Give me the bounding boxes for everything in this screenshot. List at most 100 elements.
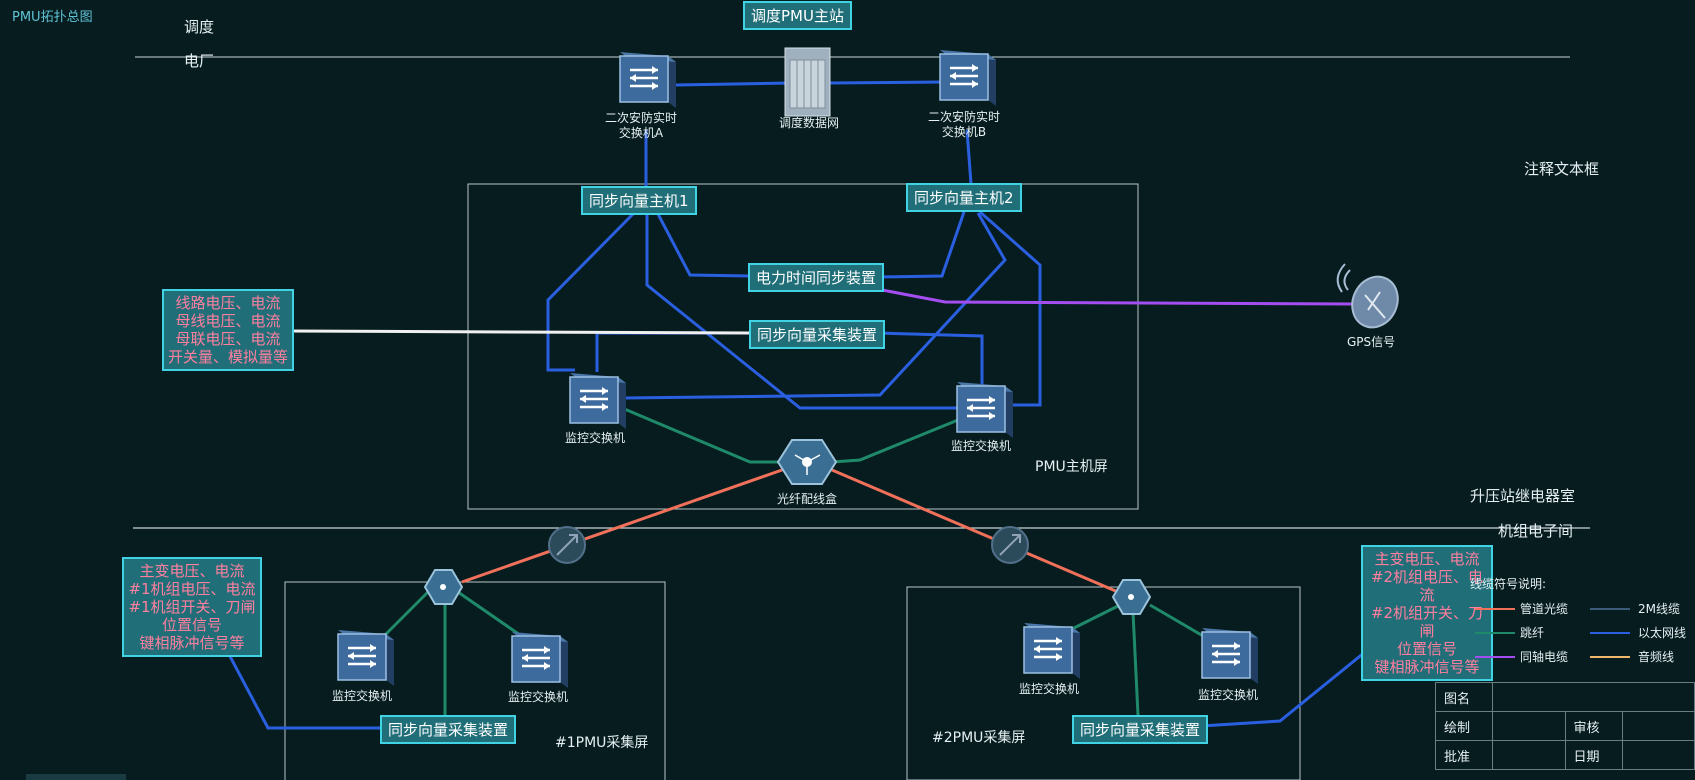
collector1-box[interactable]: 同步向量采集装置 [380,715,517,744]
line-signals-line3: 母联电压、电流 [175,330,281,348]
legend-line-0 [1475,608,1515,610]
line-signals-line1: 线路电压、电流 [175,294,281,312]
title-block-name-value[interactable] [1492,682,1695,712]
title-block-date: 日期 [1564,740,1623,770]
pmu-host-screen-label: PMU主机屏 [1035,459,1108,475]
monitor-switch-right-icon[interactable] [956,382,1013,438]
unit1-signals-line4: 位置信号 [161,616,222,634]
unit2-signals-line2: #2机组电压、电流 [1370,568,1484,604]
unit1-signals-box[interactable]: 主变电压、电流 #1机组电压、电流 #1机组开关、刀闸 位置信号 键相脉冲信号等 [122,557,262,657]
time-sync-box[interactable]: 电力时间同步装置 [748,263,885,292]
line-signals-box[interactable]: 线路电压、电流 母线电压、电流 母联电压、电流 开关量、模拟量等 [162,289,294,371]
unit1-signals-line5: 键相脉冲信号等 [139,634,245,652]
zone-plant-label: 电厂 [184,52,215,70]
fiber-crossing-icon-1 [548,526,586,564]
host2-box[interactable]: 同步向量主机2 [906,183,1022,212]
cable-legend: 线缆符号说明: 管道光缆 2M线缆 跳纤 以太网线 同轴电缆 音频线 [1470,575,1690,670]
legend-label-4: 同轴电缆 [1520,650,1569,664]
monitor-switch-left-icon[interactable] [569,373,626,429]
patch-fiber-links [383,406,1211,716]
legend-label-1: 2M线缆 [1638,602,1680,616]
switch-b-label: 二次安防实时 交换机B [928,110,1000,140]
annotation-textbox[interactable]: 注释文本框 [1524,160,1600,178]
unit2-signals-line4: 位置信号 [1396,640,1457,658]
legend-line-3 [1590,632,1630,634]
legend-row: 跳纤 以太网线 [1470,622,1690,646]
dispatch-net-server-icon [784,47,831,117]
unit1-signals-line3: #1机组开关、刀闸 [128,598,256,616]
dispatch-master-box[interactable]: 调度PMU主站 [743,1,852,30]
monitor-switch-2b-label: 监控交换机 [1198,688,1259,702]
legend-title: 线缆符号说明: [1470,577,1547,591]
host1-box[interactable]: 同步向量主机1 [581,186,697,215]
switch-b-label-line2: 交换机B [941,125,987,139]
bottom-tab-strip[interactable] [26,774,126,780]
unit1-signals-line1: 主变电压、电流 [139,562,245,580]
legend-label-0: 管道光缆 [1520,602,1569,616]
legend-label-5: 音频线 [1638,650,1675,664]
pipeline-fiber-links [461,468,1119,594]
zone-relay-room-label: 升压站继电器室 [1470,487,1576,505]
legend-row: 管道光缆 2M线缆 [1470,598,1690,622]
legend-row: 同轴电缆 音频线 [1470,646,1690,670]
switch-a-label-line2: 交换机A [618,126,664,140]
fiber-box-label: 光纤配线盒 [777,492,838,506]
monitor-switch-1a-label: 监控交换机 [332,689,393,703]
monitor-switch-1b-label: 监控交换机 [508,690,569,704]
fiber-crossing-icon-2 [991,526,1029,564]
legend-line-1 [1590,608,1630,610]
fiber-box-icon [776,439,838,485]
coax-link [876,287,1356,306]
zone-dispatch-label: 调度 [184,18,215,36]
title-block-draw: 绘制 [1435,711,1493,741]
title-block-check: 审核 [1564,711,1623,741]
legend-label-3: 以太网线 [1638,626,1687,640]
collector2-box[interactable]: 同步向量采集装置 [1072,715,1209,744]
title-block-table: 图名 绘制 审核 批准 日期 [1435,682,1695,770]
signal-line [289,329,751,335]
page-title: PMU拓扑总图 [12,10,93,25]
fiber-box-2-icon [1111,579,1152,615]
ethernet-links [222,80,1371,730]
title-block-approve: 批准 [1435,740,1493,770]
unit1-signals-line2: #1机组电压、电流 [128,580,256,598]
pmu-host-screen-frame [467,183,1139,510]
monitor-switch-1b-icon[interactable] [511,632,568,688]
switch-a-label-line1: 二次安防实时 [605,111,678,125]
fiber-box-1-icon [423,569,464,605]
title-block-approve-value[interactable] [1492,740,1566,770]
unit2-signals-line5: 键相脉冲信号等 [1374,658,1480,676]
monitor-switch-2b-icon[interactable] [1201,628,1258,684]
title-block-draw-value[interactable] [1492,711,1566,741]
switch-a-label: 二次安防实时 交换机A [605,111,677,141]
switch-b-icon[interactable] [939,50,996,106]
monitor-switch-left-label: 监控交换机 [565,431,626,445]
switches-group [337,50,1258,688]
monitor-switch-right-label: 监控交换机 [951,439,1012,453]
pmu1-screen-label: #1PMU采集屏 [555,735,649,751]
unit2-signals-box[interactable]: 主变电压、电流 #2机组电压、电流 #2机组开关、刀闸 位置信号 键相脉冲信号等 [1361,545,1493,681]
pmu1-screen-frame [284,581,666,780]
gps-dish-icon [1336,263,1399,329]
zone-unit-room-label: 机组电子间 [1498,522,1574,540]
unit2-signals-line3: #2机组开关、刀闸 [1370,604,1484,640]
switch-b-label-line1: 二次安防实时 [928,110,1001,124]
pmu2-screen-label: #2PMU采集屏 [932,730,1026,746]
title-block-name: 图名 [1435,682,1493,712]
monitor-switch-2a-label: 监控交换机 [1019,682,1080,696]
collector-main-box[interactable]: 同步向量采集装置 [749,320,886,349]
title-block-check-value[interactable] [1621,711,1695,741]
unit2-signals-line1: 主变电压、电流 [1374,550,1480,568]
dispatch-net-label: 调度数据网 [779,116,840,130]
pmu2-screen-frame [906,586,1301,780]
switch-a-icon[interactable] [619,52,676,108]
line-signals-line4: 开关量、模拟量等 [168,348,289,366]
monitor-switch-1a-icon[interactable] [337,630,394,686]
title-block-date-value[interactable] [1621,740,1695,770]
legend-line-2 [1475,632,1515,634]
legend-label-2: 跳纤 [1520,626,1545,640]
legend-line-4 [1475,656,1515,658]
monitor-switch-2a-icon[interactable] [1023,623,1080,679]
line-signals-line2: 母线电压、电流 [175,312,281,330]
